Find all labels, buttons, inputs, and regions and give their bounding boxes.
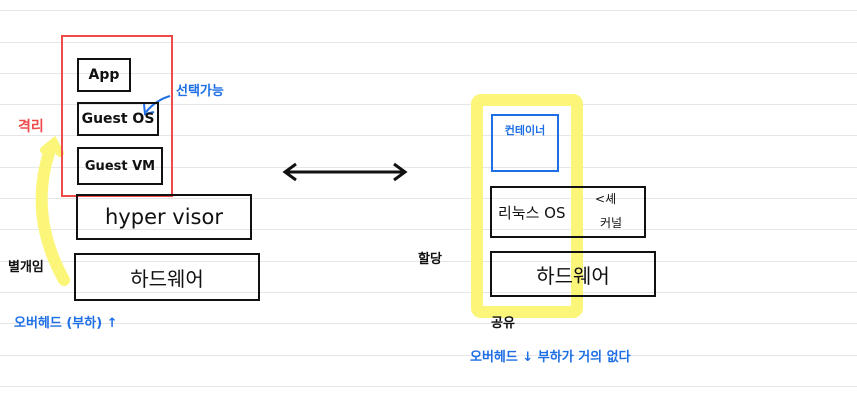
red-outline	[61, 35, 173, 197]
linux-os-box: 리눅스 OS	[490, 186, 646, 238]
guest-vm-box: Guest VM	[77, 147, 163, 185]
double-arrow-right-head	[393, 162, 408, 182]
app-box: App	[77, 58, 131, 92]
blue-pointer-head	[143, 103, 155, 116]
right-hardware-box: 하드웨어	[490, 251, 656, 297]
yellow-outline	[471, 94, 583, 318]
yellow-curve-head	[40, 135, 64, 157]
double-arrow-left-head	[282, 162, 297, 182]
share-prefix: 셰	[605, 192, 617, 206]
share-label: 공유	[491, 316, 515, 331]
right-overhead-note: 오버헤드 ↓ 부하가 거의 없다	[470, 350, 631, 365]
isolation-label: 격리	[18, 119, 44, 135]
separate-label: 별개임	[8, 260, 44, 275]
kernel-prefix: <셰	[595, 192, 617, 206]
hypervisor-box: hyper visor	[76, 194, 252, 240]
container-box: 컨테이너	[491, 114, 559, 172]
guest-os-box: Guest OS	[77, 102, 159, 136]
kernel-label: 커널	[600, 216, 623, 230]
linux-os-label: 리눅스 OS	[498, 203, 566, 222]
optional-note: 선택가능	[176, 84, 224, 99]
assign-label: 할당	[418, 252, 442, 267]
yellow-curve	[35, 144, 70, 286]
left-hardware-box: 하드웨어	[74, 253, 260, 301]
left-overhead-note: 오버헤드 (부하) ↑	[14, 316, 118, 331]
